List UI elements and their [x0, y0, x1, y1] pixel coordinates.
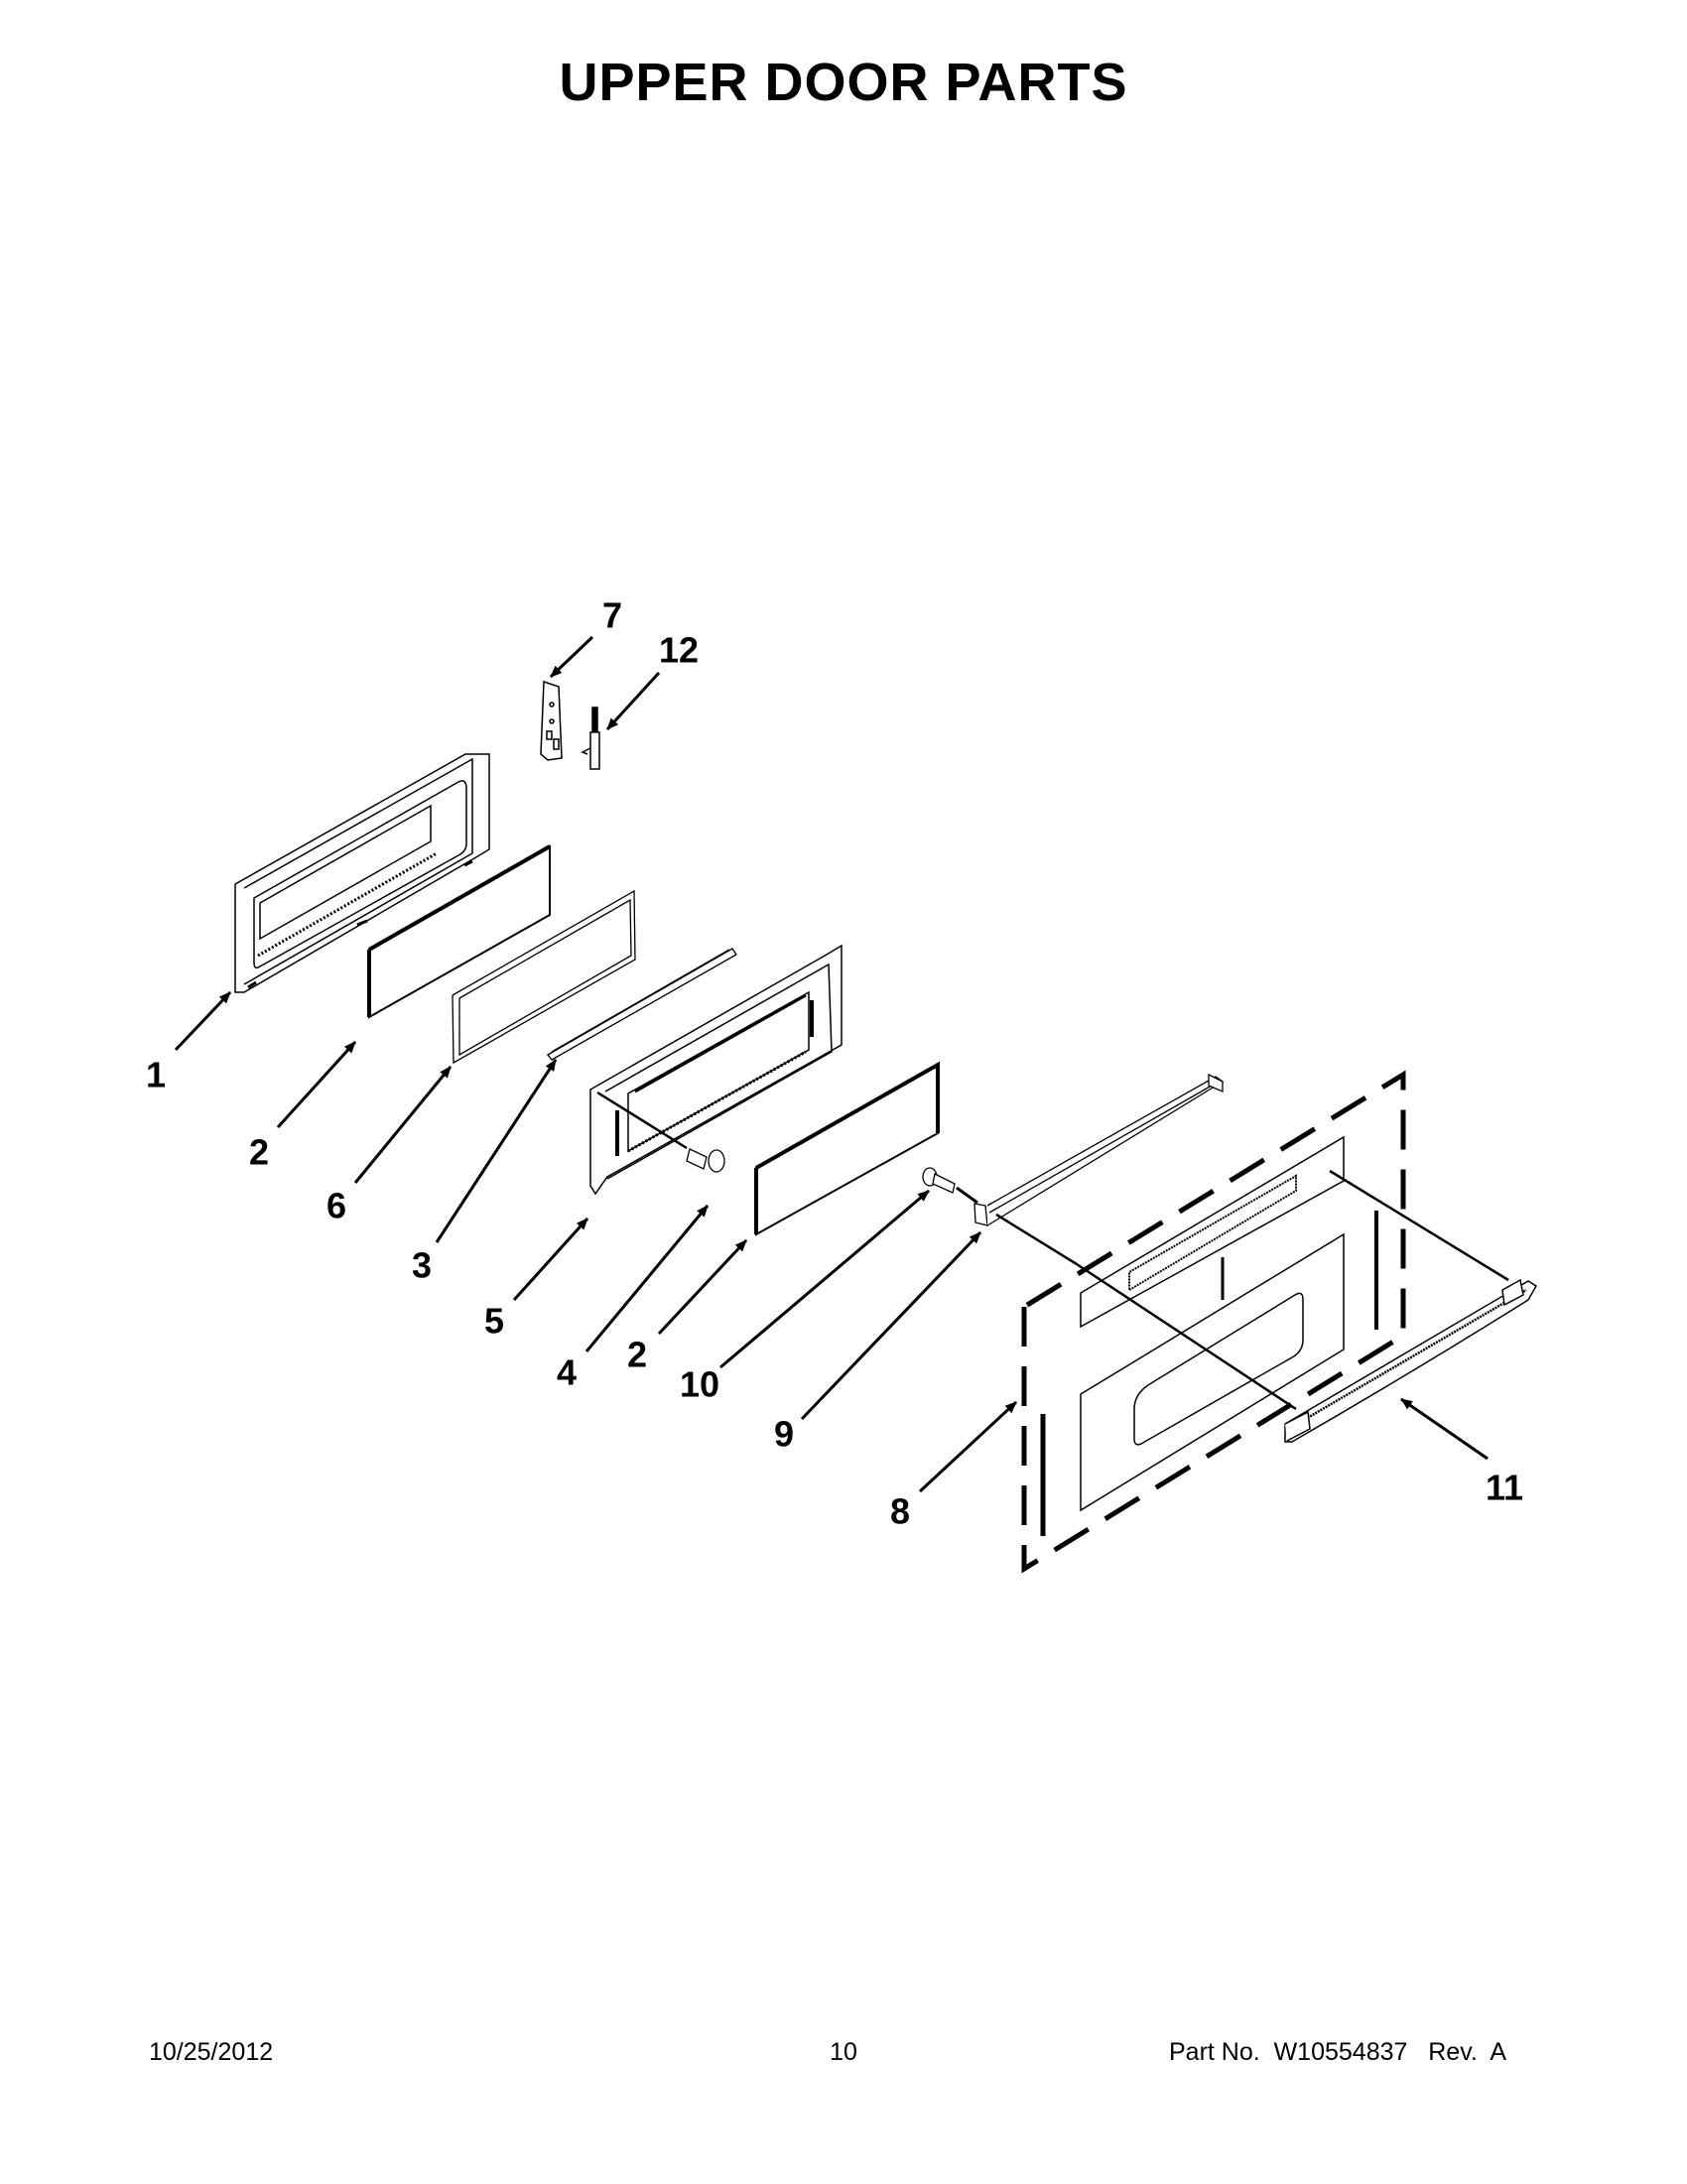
part-9-end-cap	[973, 1073, 1225, 1266]
part-4-screw	[686, 1148, 725, 1173]
part-7-hinge-bracket	[540, 680, 563, 761]
callout-label: 2	[249, 1132, 269, 1173]
footer-date: 10/25/2012	[149, 2038, 274, 2066]
callout-2: 2	[249, 1040, 357, 1173]
leader-arrow-icon	[1400, 1397, 1489, 1461]
callout-label: 3	[412, 1245, 432, 1286]
callout-label: 2	[627, 1335, 647, 1375]
callout-5: 5	[484, 1217, 589, 1342]
callout-8: 8	[890, 1400, 1018, 1532]
callout-label: 10	[680, 1364, 719, 1405]
leader-arrow-icon	[800, 1230, 982, 1421]
leader-arrow-icon	[353, 1066, 453, 1184]
callout-label: 6	[326, 1186, 346, 1226]
leader-arrow-icon	[584, 1205, 710, 1352]
callout-6: 6	[326, 1066, 453, 1226]
leader-arrow-icon	[512, 1217, 589, 1302]
part-2-glass-panel-left	[367, 844, 551, 1019]
part-2-glass-panel-right	[754, 1061, 940, 1236]
leader-arrow-icon	[918, 1400, 1018, 1493]
callout-7: 7	[549, 595, 622, 679]
callout-2: 2	[627, 1238, 748, 1375]
callout-label: 9	[774, 1414, 794, 1455]
leader-arrow-icon	[174, 990, 232, 1052]
part-11-door-handle	[1284, 1278, 1538, 1443]
callout-label: 12	[659, 630, 699, 671]
part-10-screw	[922, 1167, 978, 1205]
footer-part-number: Part No. W10554837 Rev. A	[1169, 2038, 1506, 2066]
callout-label: 11	[1486, 1468, 1523, 1508]
part-1-outer-door-frame	[234, 753, 490, 993]
callout-label: 8	[890, 1491, 910, 1532]
leader-arrow-icon	[435, 1059, 558, 1243]
leader-arrow-icon	[657, 1238, 748, 1336]
callout-label: 7	[602, 595, 622, 636]
page-title: UPPER DOOR PARTS	[559, 53, 1128, 112]
leader-arrow-icon	[276, 1040, 357, 1129]
part-6-gasket-frame	[452, 889, 636, 1065]
callout-1: 1	[146, 990, 232, 1095]
leader-arrow-icon	[549, 635, 594, 679]
callout-9: 9	[774, 1230, 982, 1455]
part-12-hinge-pin	[581, 707, 600, 770]
part-3-trim-strip	[547, 948, 737, 1061]
footer-page-number: 10	[830, 2038, 857, 2066]
callout-label: 5	[484, 1301, 504, 1342]
callout-12: 12	[605, 630, 699, 731]
part-5-inner-door-frame	[589, 944, 843, 1196]
leader-arrow-icon	[605, 671, 661, 731]
callout-label: 4	[557, 1352, 577, 1393]
callout-4: 4	[557, 1205, 710, 1393]
callout-11: 11	[1400, 1397, 1523, 1508]
callout-10: 10	[680, 1189, 930, 1405]
part-8-door-assembly	[1021, 1070, 1509, 1574]
callout-3: 3	[412, 1059, 558, 1286]
leader-arrow-icon	[719, 1189, 930, 1369]
callout-label: 1	[146, 1055, 166, 1095]
